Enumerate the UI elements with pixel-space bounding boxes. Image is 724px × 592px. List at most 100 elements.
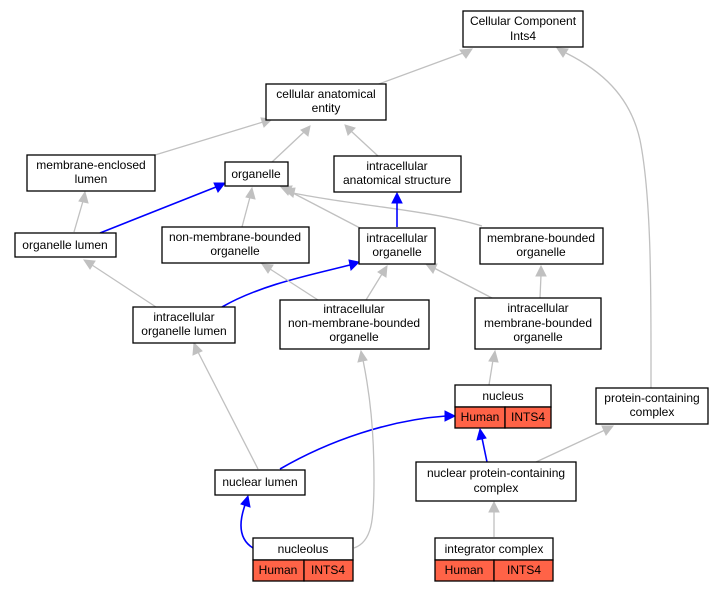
edge-inmbo-to-io-arrow (377, 265, 388, 278)
edge-ncl-to-nl-arrow (240, 494, 251, 508)
edge-ncl-to-inmbo-arrow (357, 349, 368, 363)
edge-imbo-to-mbo-arrow (535, 264, 547, 277)
node-label-line: entity (312, 101, 341, 115)
edge-iol-to-io (221, 264, 351, 308)
edges (73, 47, 652, 549)
node-nuclear-lumen[interactable]: nuclear lumen (214, 469, 306, 496)
edge-npcc-to-nuc-arrow (476, 427, 487, 441)
edge-nl-to-nuc (279, 415, 447, 470)
edge-npcc-to-nuc (481, 437, 488, 463)
species-badge-label: Human (259, 563, 298, 577)
node-label-line: membrane-bounded (487, 231, 595, 245)
node-label-line: organelle lumen (22, 238, 107, 252)
node-membrane-enclosed-lumen[interactable]: membrane-enclosed lumen (26, 154, 156, 192)
edge-mbo-to-org (292, 192, 483, 227)
node-intracellular-organelle[interactable]: intracellular organelle (358, 227, 436, 265)
edge-pcc-to-cc-arrow (556, 47, 569, 58)
node-label-line: nuclear protein-containing (427, 466, 565, 480)
node-label-line: nuclear lumen (222, 475, 297, 489)
edge-ic-to-npcc-arrow (488, 500, 500, 513)
node-label-line: organelle (513, 330, 563, 344)
node-label-line: organelle (231, 167, 281, 181)
node-label-line: organelle (516, 245, 566, 259)
node-label-line: organelle (329, 330, 379, 344)
gene-badge (303, 559, 354, 582)
node-label-line: Cellular Component (470, 14, 577, 28)
node-label-line: lumen (75, 172, 108, 186)
node-cellular-anatomical-entity[interactable]: cellular anatomical entity (265, 83, 387, 121)
node-label-line: complex (630, 405, 675, 419)
edge-cae-to-cc (375, 52, 464, 86)
gene-badge (493, 559, 554, 582)
node-label-line: intracellular (507, 301, 568, 315)
gene-badge-label: INTS4 (511, 410, 545, 424)
edge-nl-to-nuc-arrow (444, 410, 457, 422)
node-label-line: nucleolus (278, 542, 329, 556)
edge-nl-to-iol-arrow (192, 341, 203, 356)
edge-ol-to-org-arrow (213, 182, 227, 193)
edge-ias-to-cae (350, 130, 379, 157)
edge-cae-to-cc-arrow (459, 48, 473, 59)
node-label-line: non-membrane-bounded (288, 316, 420, 330)
gene-badge (504, 406, 552, 429)
node-label-line: integrator complex (445, 542, 544, 556)
node-cellular-component[interactable]: Cellular Component Ints4 (462, 10, 584, 48)
gene-badge-label: INTS4 (507, 563, 541, 577)
edge-ol-to-mel-arrow (78, 190, 89, 204)
edge-nuc-to-imbo (488, 359, 494, 386)
node-nuclear-protein-containing-complex[interactable]: nuclear protein-containing complex (415, 461, 577, 502)
node-label-line: non-membrane-bounded (169, 230, 301, 244)
edge-org-to-cae (271, 131, 305, 163)
edge-nuc-to-imbo-arrow (488, 349, 499, 363)
node-organelle[interactable]: organelle (224, 161, 289, 187)
edge-org-to-cae-arrow (300, 125, 311, 137)
edge-iol-to-ol-arrow (83, 259, 96, 270)
edge-inmbo-to-nmbo-arrow (261, 263, 274, 274)
species-badge-label: Human (461, 410, 500, 424)
node-label-line: membrane-enclosed (36, 158, 145, 172)
edge-io-to-org (288, 190, 361, 229)
node-protein-containing-complex[interactable]: protein-containing complex (595, 387, 709, 425)
edge-ol-to-mel (73, 200, 84, 233)
edge-nmbo-to-org-arrow (245, 186, 256, 200)
node-nucleus[interactable]: nucleus Human INTS4 (454, 384, 552, 429)
edge-npcc-to-pcc-arrow (601, 425, 615, 436)
edge-pcc-to-cc (565, 52, 652, 389)
node-label-line: cellular anatomical (276, 87, 375, 101)
edge-ncl-to-nl (240, 504, 254, 549)
edge-inmbo-to-io (365, 273, 383, 301)
edge-nl-to-iol (197, 351, 259, 470)
node-label-line: intracellular (323, 302, 384, 316)
edge-io-to-ias-arrow (391, 191, 403, 204)
node-label-line: intracellular (153, 310, 214, 324)
edge-ol-to-org (99, 186, 217, 234)
edge-ncl-to-inmbo (353, 359, 375, 549)
node-label-line: Ints4 (510, 29, 536, 43)
node-membrane-bounded-organelle[interactable]: membrane-bounded organelle (479, 227, 604, 265)
node-intracellular-membrane-bounded-organelle[interactable]: intracellular membrane-bounded organelle (474, 297, 602, 350)
node-integrator-complex[interactable]: integrator complex Human INTS4 (434, 537, 554, 582)
edge-mbo-to-org-arrow (282, 187, 296, 198)
node-label-line: membrane-bounded (484, 316, 592, 330)
edge-inmbo-to-nmbo (269, 268, 319, 301)
node-non-membrane-bounded-organelle[interactable]: non-membrane-bounded organelle (161, 226, 310, 264)
node-intracellular-anatomical-structure[interactable]: intracellular anatomical structure (333, 155, 462, 193)
node-intracellular-non-membrane-bounded-organelle[interactable]: intracellular non-membrane-bounded organ… (279, 299, 430, 350)
node-label-line: organelle (372, 245, 422, 259)
node-label-line: intracellular (366, 159, 427, 173)
node-label-line: intracellular (366, 231, 427, 245)
node-label-line: complex (474, 481, 519, 495)
edge-iol-to-io-arrow (348, 259, 361, 272)
edge-imbo-to-mbo (539, 274, 542, 299)
node-label-line: organelle (210, 244, 260, 258)
node-organelle-lumen[interactable]: organelle lumen (14, 232, 117, 258)
species-badge-label: Human (445, 563, 484, 577)
node-label-line: organelle lumen (141, 324, 226, 338)
node-intracellular-organelle-lumen[interactable]: intracellular organelle lumen (132, 306, 236, 344)
edge-mel-to-cae (154, 121, 264, 156)
node-label-line: anatomical structure (343, 173, 451, 187)
edge-imbo-to-io (433, 267, 493, 299)
node-nucleolus[interactable]: nucleolus Human INTS4 (252, 537, 354, 582)
edge-npcc-to-pcc (535, 429, 606, 463)
